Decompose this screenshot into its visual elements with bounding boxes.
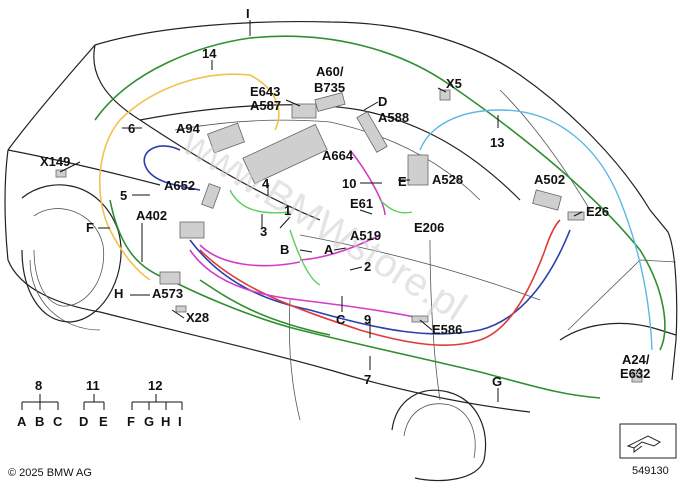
- component-a24: [631, 369, 643, 383]
- legend-group-11: 11 D E: [79, 378, 108, 429]
- callouts: I 14 A60/ B735 X5 E643 A587 D A588 6 A94…: [40, 6, 650, 389]
- label-e26: E26: [586, 204, 609, 219]
- label-d-top: D: [378, 94, 387, 109]
- label-a519: A519: [350, 228, 381, 243]
- label-6: 6: [128, 121, 135, 136]
- harness-blue: [143, 145, 571, 335]
- component-a652: [201, 183, 221, 209]
- label-b-mid: B: [280, 242, 289, 257]
- label-x28: X28: [186, 310, 209, 325]
- label-i: I: [246, 6, 250, 21]
- label-e-mid: E: [398, 174, 407, 189]
- legend-11-e: E: [99, 414, 108, 429]
- harness-lightgreen: [229, 189, 413, 286]
- legend-11-d: D: [79, 414, 88, 429]
- leader-lines: [59, 20, 641, 402]
- label-a402: A402: [136, 208, 167, 223]
- component-a528: [407, 154, 429, 186]
- label-e643: E643: [250, 84, 280, 99]
- legend-12-f: F: [127, 414, 135, 429]
- label-a94: A94: [176, 121, 201, 136]
- label-h-left: H: [114, 286, 123, 301]
- component-a60: [314, 92, 346, 112]
- label-13: 13: [490, 135, 504, 150]
- component-a402: [179, 221, 205, 239]
- label-7: 7: [364, 372, 371, 387]
- label-e206: E206: [414, 220, 444, 235]
- legend-11-num: 11: [86, 378, 100, 393]
- harnesses: [94, 35, 666, 399]
- label-c-mid: C: [336, 312, 346, 327]
- legend: 8 A B C 11 D E 12 F G H I: [17, 378, 183, 429]
- label-9: 9: [364, 312, 371, 327]
- label-a587: A587: [250, 98, 281, 113]
- legend-8-num: 8: [35, 378, 42, 393]
- component-a94: [207, 122, 245, 154]
- label-1: 1: [284, 203, 291, 218]
- label-3: 3: [260, 224, 267, 239]
- legend-8-c: C: [53, 414, 63, 429]
- label-a24: A24/: [622, 352, 650, 367]
- label-a652: A652: [164, 178, 195, 193]
- label-b735: B735: [314, 80, 345, 95]
- component-e26: [567, 211, 585, 221]
- legend-12-num: 12: [148, 378, 162, 393]
- component-a664: [242, 123, 328, 185]
- component-a587: [291, 103, 317, 119]
- harness-green: [94, 35, 666, 399]
- label-a60: A60/: [316, 64, 344, 79]
- label-e632: E632: [620, 366, 650, 381]
- label-a502: A502: [534, 172, 565, 187]
- label-10: 10: [342, 176, 356, 191]
- legend-group-12: 12 F G H I: [127, 378, 183, 429]
- label-2: 2: [364, 259, 371, 274]
- label-g-mid: G: [492, 374, 502, 389]
- label-a588: A588: [378, 110, 409, 125]
- label-f-left: F: [86, 220, 94, 235]
- legend-group-8: 8 A B C: [17, 378, 63, 429]
- component-x28: [175, 305, 187, 313]
- label-x5: X5: [446, 76, 462, 91]
- component-a573: [159, 271, 181, 285]
- legend-12-h: H: [161, 414, 170, 429]
- label-5: 5: [120, 188, 127, 203]
- component-x5: [439, 89, 451, 101]
- label-a573: A573: [152, 286, 183, 301]
- label-a528: A528: [432, 172, 463, 187]
- harness-magenta: [189, 149, 421, 319]
- harness-yellow: [98, 73, 280, 281]
- label-14: 14: [202, 46, 217, 61]
- harness-cyan: [419, 109, 653, 351]
- orientation-icon: [619, 423, 677, 459]
- legend-8-b: B: [35, 414, 44, 429]
- legend-12-g: G: [144, 414, 154, 429]
- component-a502: [532, 189, 562, 211]
- legend-12-i: I: [178, 414, 182, 429]
- car-body: [4, 20, 678, 482]
- copyright: © 2025 BMW AG: [8, 467, 92, 479]
- component-a588: [356, 111, 388, 153]
- component-x149: [55, 169, 67, 178]
- label-x149: X149: [40, 154, 70, 169]
- label-e586: E586: [432, 322, 462, 337]
- label-e61: E61: [350, 196, 373, 211]
- component-e586: [411, 315, 429, 323]
- label-a-mid: A: [324, 242, 334, 257]
- label-4: 4: [262, 176, 270, 191]
- legend-8-a: A: [17, 414, 27, 429]
- components: [55, 89, 643, 383]
- figure-number: 549130: [632, 465, 669, 477]
- harness-red: [199, 219, 561, 346]
- label-a664: A664: [322, 148, 354, 163]
